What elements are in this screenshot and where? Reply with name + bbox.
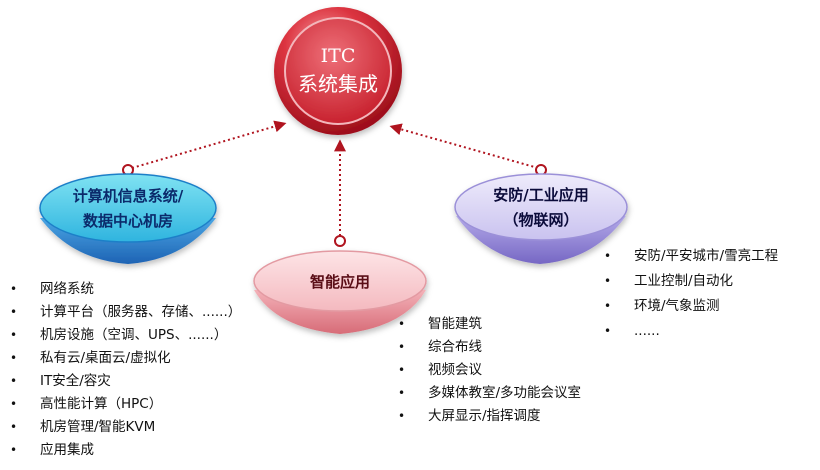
list-item: 应用集成 <box>10 439 241 462</box>
list-item: 工业控制/自动化 <box>604 269 778 294</box>
left-node-label-line2: 数据中心机房 <box>83 212 173 230</box>
list-item: 智能建筑 <box>398 313 581 336</box>
list-item: 多媒体教室/多功能会议室 <box>398 382 581 405</box>
connector-left <box>131 120 287 169</box>
list-item: ...... <box>604 319 778 344</box>
center-node <box>274 7 402 135</box>
list-item: 环境/气象监测 <box>604 294 778 319</box>
list-item: IT安全/容灾 <box>10 370 241 393</box>
list-security-iot: 安防/平安城市/雪亮工程工业控制/自动化环境/气象监测...... <box>604 244 778 344</box>
list-item: 机房设施（空调、UPS、......） <box>10 324 241 347</box>
list-item: 高性能计算（HPC） <box>10 393 241 416</box>
center-title-line1: ITC <box>321 45 356 67</box>
list-item: 私有云/桌面云/虚拟化 <box>10 347 241 370</box>
left-node <box>39 173 217 264</box>
list-item: 视频会议 <box>398 359 581 382</box>
connector-dot-mid <box>334 235 346 247</box>
mid-node <box>253 250 427 334</box>
list-item: 综合布线 <box>398 336 581 359</box>
list-item: 计算平台（服务器、存储、......） <box>10 301 241 324</box>
list-smart-apps: 智能建筑综合布线视频会议多媒体教室/多功能会议室大屏显示/指挥调度 <box>398 313 581 428</box>
list-item: 大屏显示/指挥调度 <box>398 405 581 428</box>
right-node-label-line2: （物联网） <box>503 211 578 229</box>
list-datacenter: 网络系统计算平台（服务器、存储、......）机房设施（空调、UPS、.....… <box>10 278 241 462</box>
list-item: 机房管理/智能KVM <box>10 416 241 439</box>
list-item: 网络系统 <box>10 278 241 301</box>
right-node-label-line1: 安防/工业应用 <box>493 186 588 204</box>
right-node <box>454 173 628 264</box>
list-item: 安防/平安城市/雪亮工程 <box>604 244 778 269</box>
center-title-line2: 系统集成 <box>298 72 378 96</box>
left-node-label-line1: 计算机信息系统/ <box>73 187 184 205</box>
connector-right <box>389 123 539 169</box>
mid-node-label: 智能应用 <box>310 273 370 291</box>
